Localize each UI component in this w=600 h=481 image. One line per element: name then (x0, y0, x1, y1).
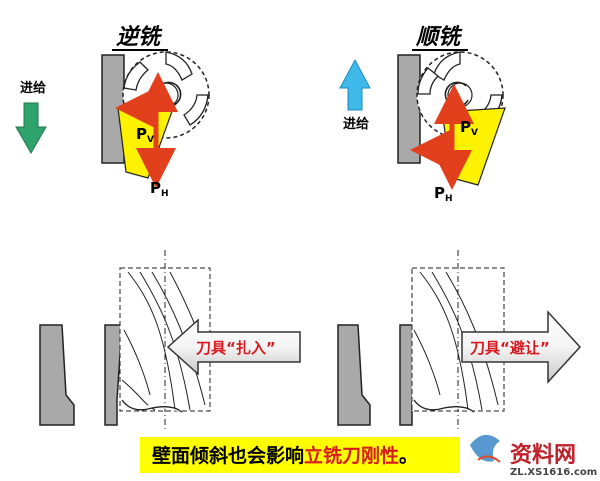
feed-arrow-up-icon (339, 58, 371, 111)
workpiece-wall-tilted (104, 324, 123, 426)
watermark-logo-icon (470, 434, 500, 462)
panel-title-down-milling: 顺铣 (415, 25, 463, 50)
watermark-brand: 资料网 (510, 443, 576, 468)
panel-title-up-milling: 逆铣 (116, 24, 163, 50)
panel-down-milling: 顺铣 PV PH 进给 (339, 25, 506, 204)
force-ph-label: PH (150, 179, 169, 199)
force-vectors (115, 72, 178, 188)
plunge-arrow-label: 刀具“扎入” (196, 339, 276, 357)
bottom-right-diagram: 刀具“避让” (337, 250, 582, 430)
force-pv-label: PV (136, 125, 154, 145)
deflection-arrow-label: 刀具“避让” (470, 339, 550, 357)
watermark: 资料网 ZL.XS1616.com (470, 434, 597, 478)
watermark-url: ZL.XS1616.com (510, 467, 597, 478)
feed-label-left: 进给 (20, 80, 46, 96)
workpiece-wall (397, 54, 421, 164)
feed-label-right: 进给 (343, 116, 369, 132)
bottom-left-diagram: 刀具“扎入” (39, 250, 301, 430)
feed-arrow-down-icon (15, 102, 47, 155)
workpiece-wall-small (337, 324, 371, 426)
caption-text: 壁面倾斜也会影响立铣刀刚性。 (152, 444, 418, 467)
deflection-arrow-right-icon (461, 310, 582, 384)
force-pv-label: PV (460, 118, 478, 138)
caption: 壁面倾斜也会影响立铣刀刚性。 (140, 437, 460, 473)
caption-background (140, 437, 460, 473)
panel-up-milling: 逆铣 PV PH 进给 (15, 24, 210, 199)
workpiece-wall-small (39, 324, 75, 426)
force-vectors (410, 84, 474, 190)
plunge-arrow-left-icon (166, 318, 301, 376)
end-mill-icon (411, 250, 505, 430)
force-ph-label: PH (434, 184, 453, 204)
end-mill-icon (119, 250, 211, 430)
